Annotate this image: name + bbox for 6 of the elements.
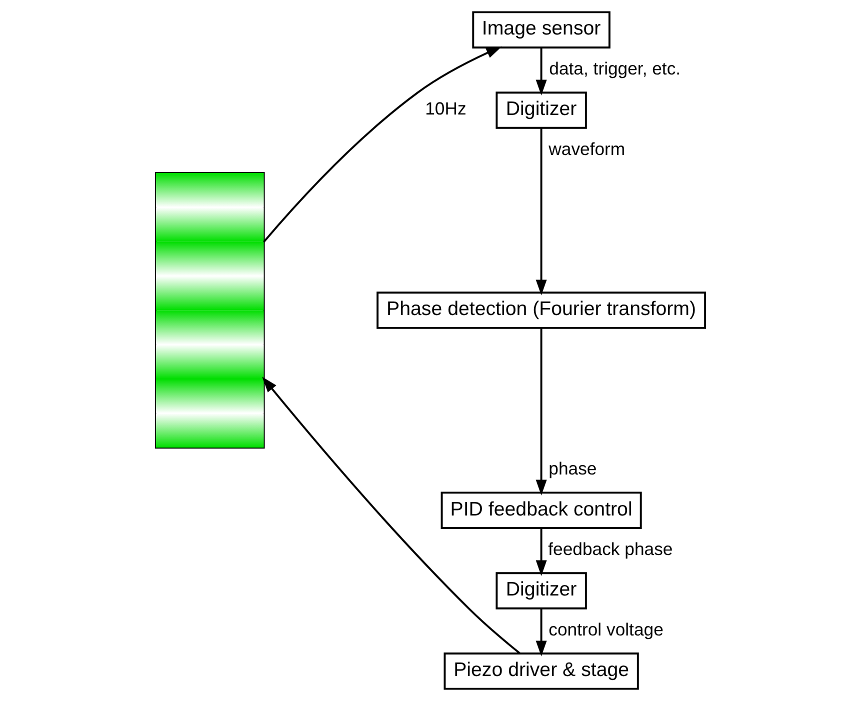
edge-label: waveform — [548, 138, 626, 159]
edge-label: data, trigger, etc. — [549, 58, 681, 78]
edge-label: 10Hz — [425, 98, 466, 119]
edge-label: phase — [548, 458, 597, 478]
edge-label: feedback phase — [548, 538, 673, 559]
edge-label: control voltage — [548, 619, 664, 640]
